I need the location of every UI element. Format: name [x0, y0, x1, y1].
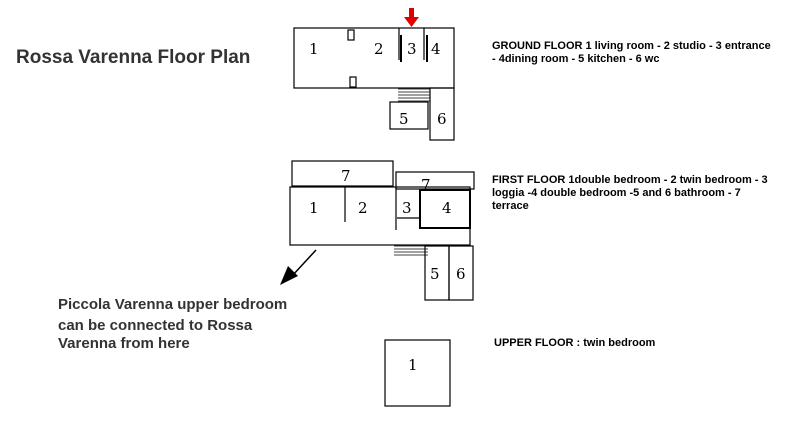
window: [347, 29, 355, 41]
first-room-number: 1: [309, 199, 319, 217]
ground-floor-description-line: - 4dining room - 5 kitchen - 6 wc: [492, 53, 659, 65]
first-floor-description-line: loggia -4 double bedroom -5 and 6 bathro…: [492, 187, 741, 199]
ground-room-kitchen: [389, 101, 429, 130]
ground-floor-plan: 1 2 3 4 5 6: [293, 8, 455, 141]
ground-room-number: 6: [437, 110, 447, 128]
first-room-number: 5: [430, 265, 440, 283]
window: [349, 76, 357, 88]
ground-room-number: 1: [309, 40, 319, 58]
first-floor-description-line: terrace: [492, 200, 529, 212]
black-arrow-icon: [280, 249, 317, 285]
first-room-number: 4: [442, 199, 452, 217]
ground-room-wc: [429, 87, 455, 141]
ground-main-outline: [293, 27, 455, 89]
first-terrace: [291, 160, 394, 187]
first-room-number: 7: [421, 176, 431, 194]
ground-room-number: 2: [374, 40, 384, 58]
ground-room-number: 3: [407, 40, 417, 58]
connection-note-line: Piccola Varenna upper bedroom: [58, 296, 287, 313]
connection-note-line: Varenna from here: [58, 335, 190, 352]
upper-floor-description-line: UPPER FLOOR : twin bedroom: [494, 337, 656, 349]
connection-note-line: can be connected to Rossa: [58, 317, 253, 334]
first-room-number: 7: [341, 167, 351, 185]
first-room-number: 6: [456, 265, 466, 283]
first-room-number: 3: [402, 199, 412, 217]
first-room-bathroom: [448, 245, 474, 301]
page-title: Rossa Varenna Floor Plan: [16, 47, 250, 68]
first-floor-plan: 7 7 1 2 3 4 5 6: [289, 160, 475, 301]
ground-room-number: 4: [431, 40, 441, 58]
ground-floor-description-line: GROUND FLOOR 1 living room - 2 studio - …: [492, 40, 771, 52]
ground-room-number: 5: [399, 110, 409, 128]
first-floor-description-line: FIRST FLOOR 1double bedroom - 2 twin bed…: [492, 174, 768, 186]
upper-room-number: 1: [408, 356, 418, 374]
ground-stairs: [398, 88, 430, 102]
upper-floor-plan: 1: [384, 339, 451, 407]
red-down-arrow-icon: [404, 8, 419, 27]
upper-room-twin-bedroom: [384, 339, 451, 407]
first-room-number: 2: [358, 199, 368, 217]
first-stairs: [394, 245, 428, 256]
first-room-double-bedroom: [419, 189, 471, 229]
